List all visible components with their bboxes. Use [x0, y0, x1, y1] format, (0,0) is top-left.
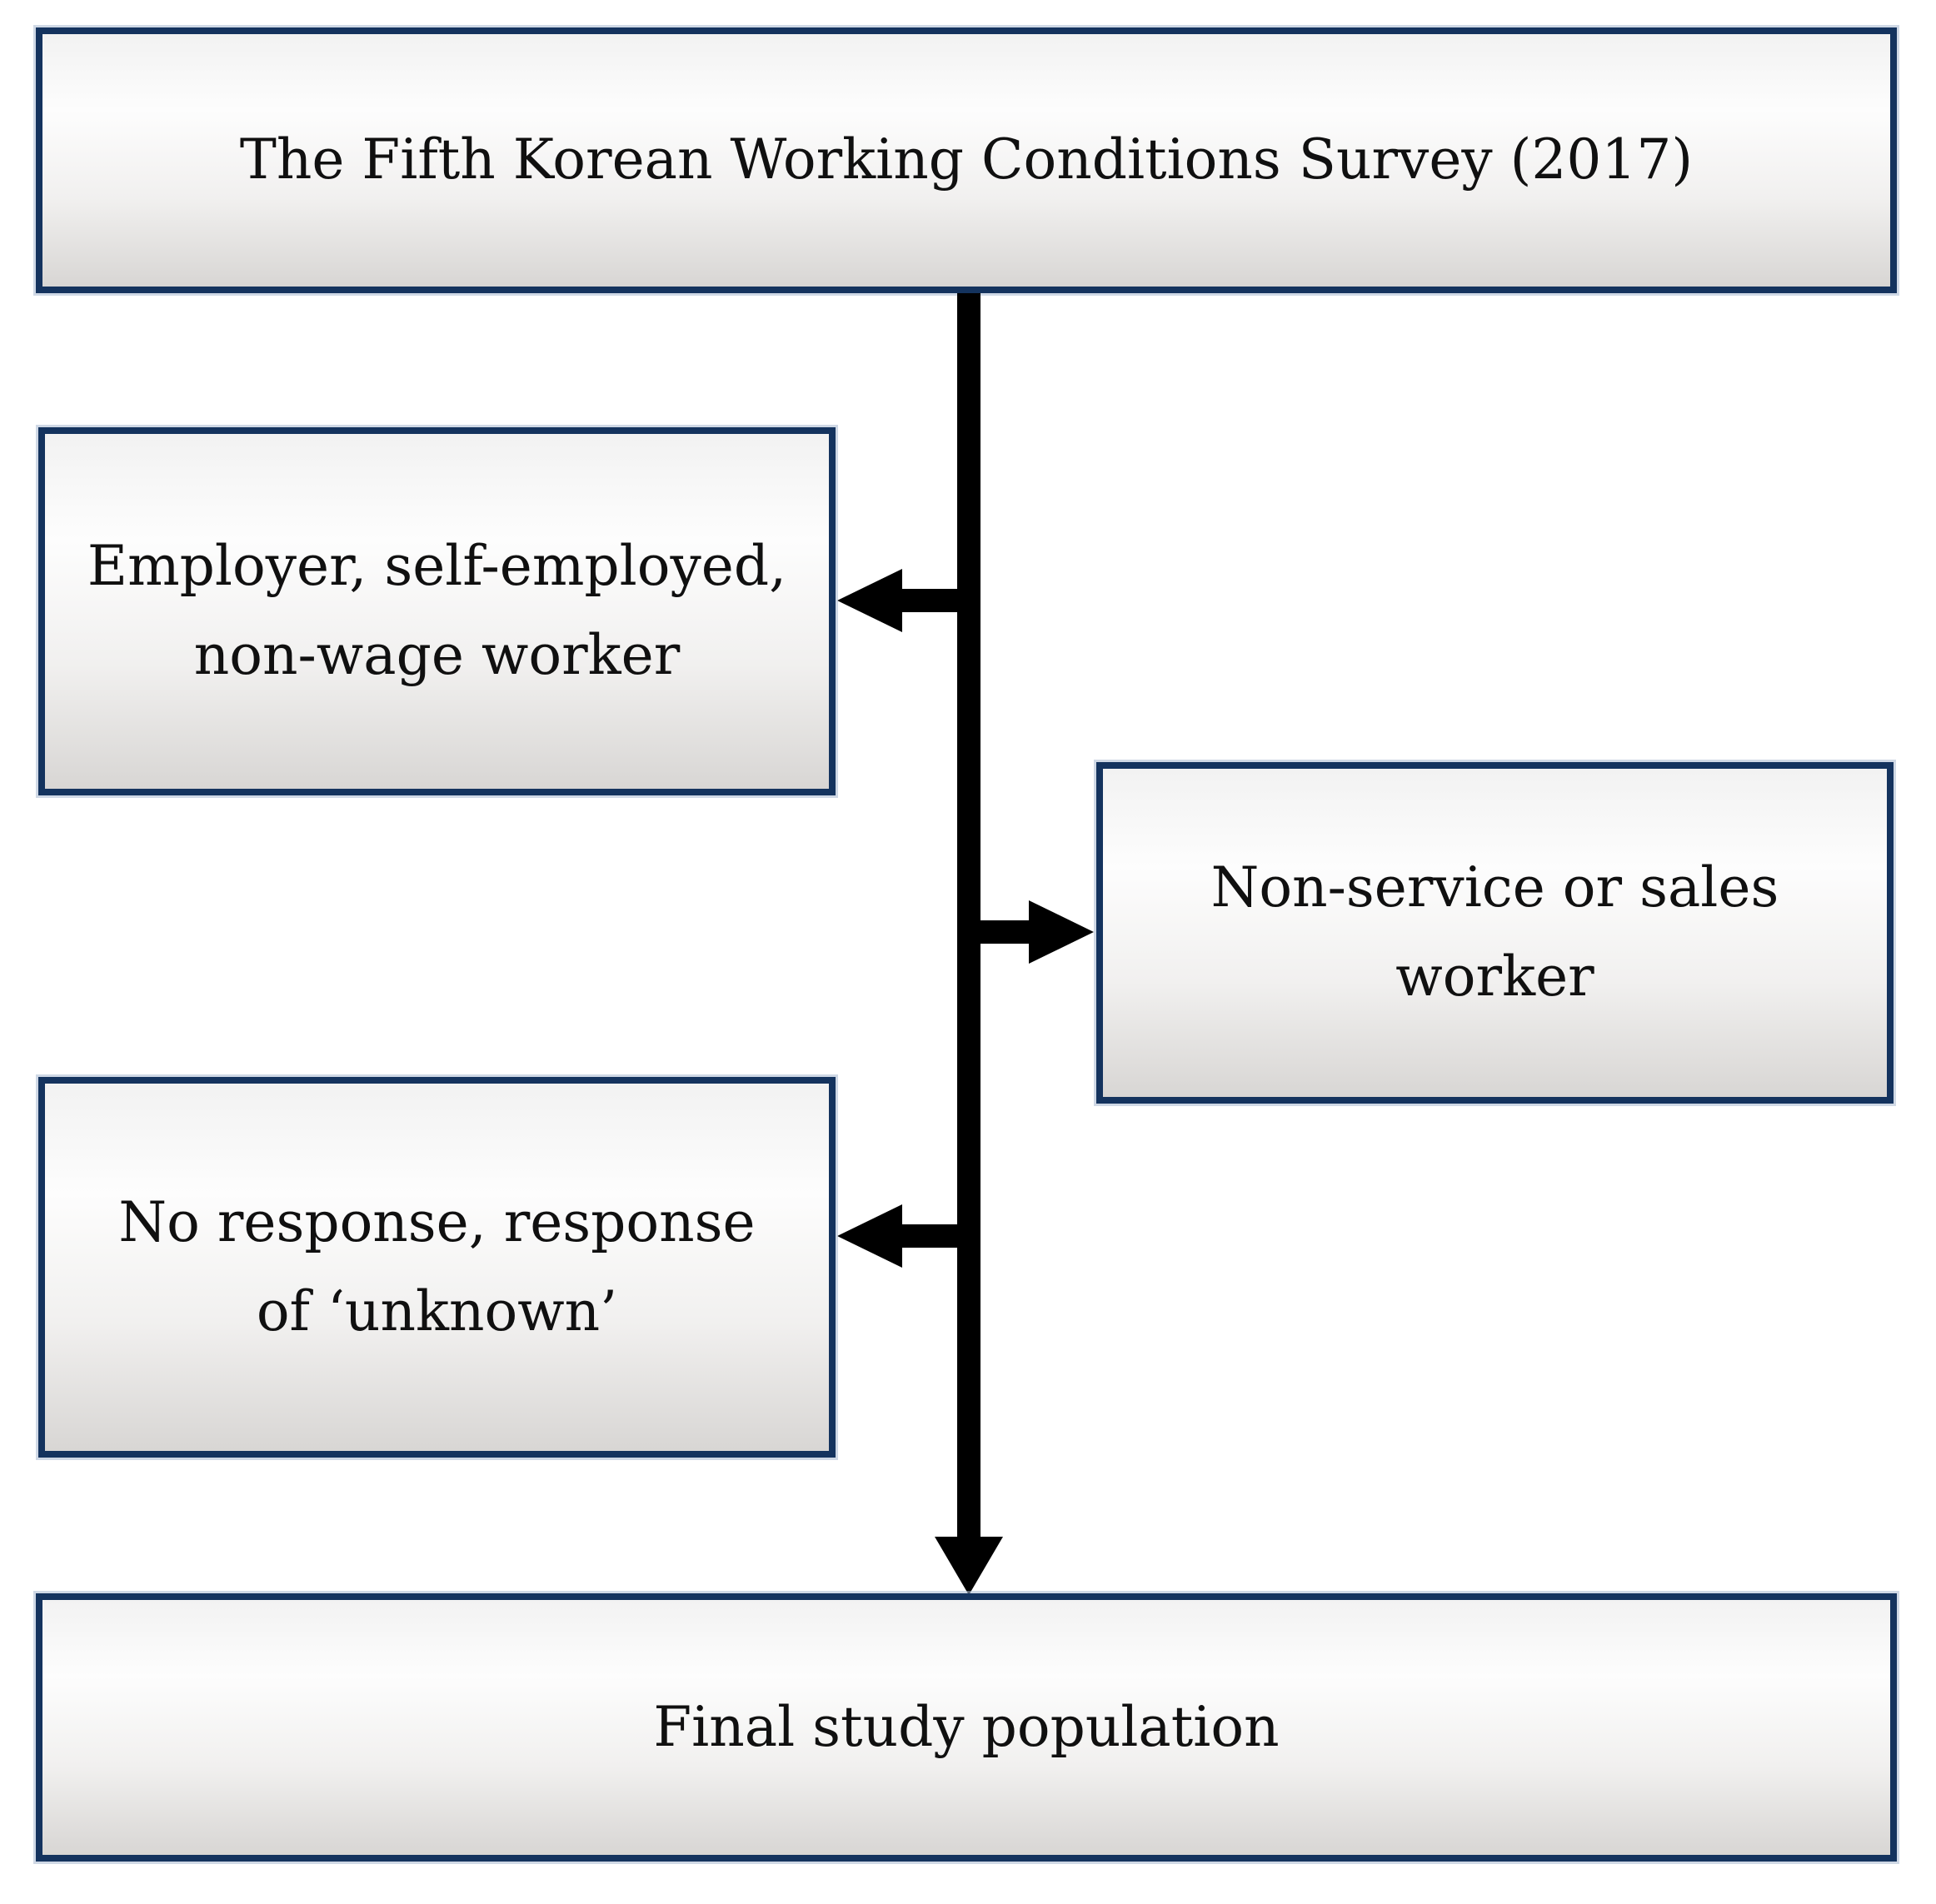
box-survey-source: The Fifth Korean Working Conditions Surv…	[36, 27, 1897, 293]
left-arrowhead-noresponse-icon	[837, 1204, 902, 1268]
left-arrowhead-employer-icon	[837, 569, 902, 632]
box-nonservice-line1: Non-service or sales	[1210, 855, 1779, 920]
box-employer-line1: Employer, self-employed,	[87, 534, 787, 599]
arrow-left-noresponse-shaft	[900, 1224, 970, 1248]
main-flow-line	[957, 293, 980, 1538]
box-final-label: Final study population	[653, 1694, 1280, 1759]
box-nonservice-line2: worker	[1395, 945, 1594, 1009]
right-arrowhead-nonservice-icon	[1029, 900, 1094, 964]
box-excluded-no-response: No response, response of ‘unknown’	[38, 1077, 836, 1458]
box-survey-label: The Fifth Korean Working Conditions Surv…	[239, 127, 1694, 192]
box-noresponse-line1: No response, response	[118, 1189, 756, 1254]
down-arrowhead-icon	[935, 1537, 1003, 1595]
box-final-population: Final study population	[36, 1593, 1897, 1862]
arrow-right-nonservice-shaft	[969, 920, 1031, 944]
box-excluded-employer: Employer, self-employed, non-wage worker	[38, 427, 836, 795]
box-noresponse-line2: of ‘unknown’	[256, 1278, 618, 1343]
arrow-left-employer-shaft	[900, 589, 970, 612]
box-excluded-non-service: Non-service or sales worker	[1096, 762, 1894, 1104]
box-employer-line2: non-wage worker	[193, 623, 681, 687]
